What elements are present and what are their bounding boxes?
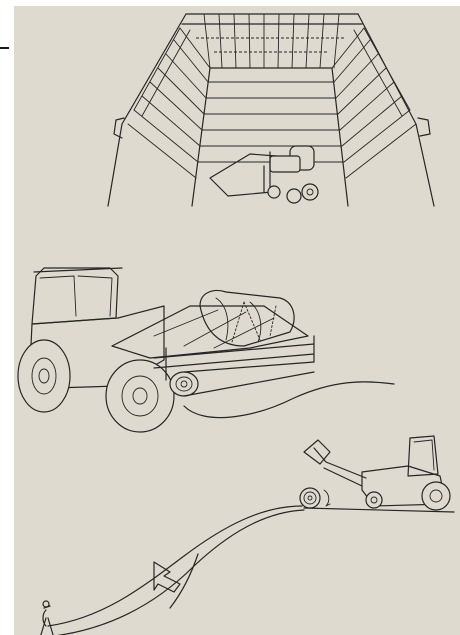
- silo-back-slats: [204, 14, 339, 68]
- cab-window: [40, 276, 112, 316]
- worker-figure: [40, 601, 54, 635]
- silo-outer-right-wall: [358, 14, 434, 206]
- silo-overview-scene: [14, 6, 460, 216]
- silo-left-handle: [114, 118, 124, 138]
- silo-bag: [210, 154, 276, 196]
- loader-arm: [314, 448, 366, 486]
- silo-outer-left-wall: [108, 14, 186, 206]
- rolling-bag: [300, 488, 330, 508]
- silo-floor-lines: [198, 82, 344, 162]
- silo-left-bands: [128, 28, 210, 178]
- tractor-rear-wheel: [106, 360, 174, 432]
- silo-top-rim: [182, 14, 362, 24]
- bag-roll: [170, 362, 314, 396]
- silo-right-bands: [332, 28, 416, 178]
- silo-right-handle: [418, 118, 430, 136]
- direction-arrow-icon: [154, 562, 180, 592]
- bag-sheet-lower: [54, 510, 304, 635]
- page-edge-mark: [0, 47, 9, 49]
- tractor-front-wheel: [18, 340, 70, 412]
- bag-rolling-scene: [14, 431, 460, 635]
- illustration-panel: [14, 6, 460, 635]
- silage-pile: [184, 382, 394, 418]
- bag-sheet-upper: [48, 506, 302, 626]
- silo-tractor: [264, 146, 318, 203]
- bagging-machine-scene: [14, 254, 460, 434]
- bag-bundle: [200, 291, 294, 346]
- loader-tractor: [362, 436, 450, 510]
